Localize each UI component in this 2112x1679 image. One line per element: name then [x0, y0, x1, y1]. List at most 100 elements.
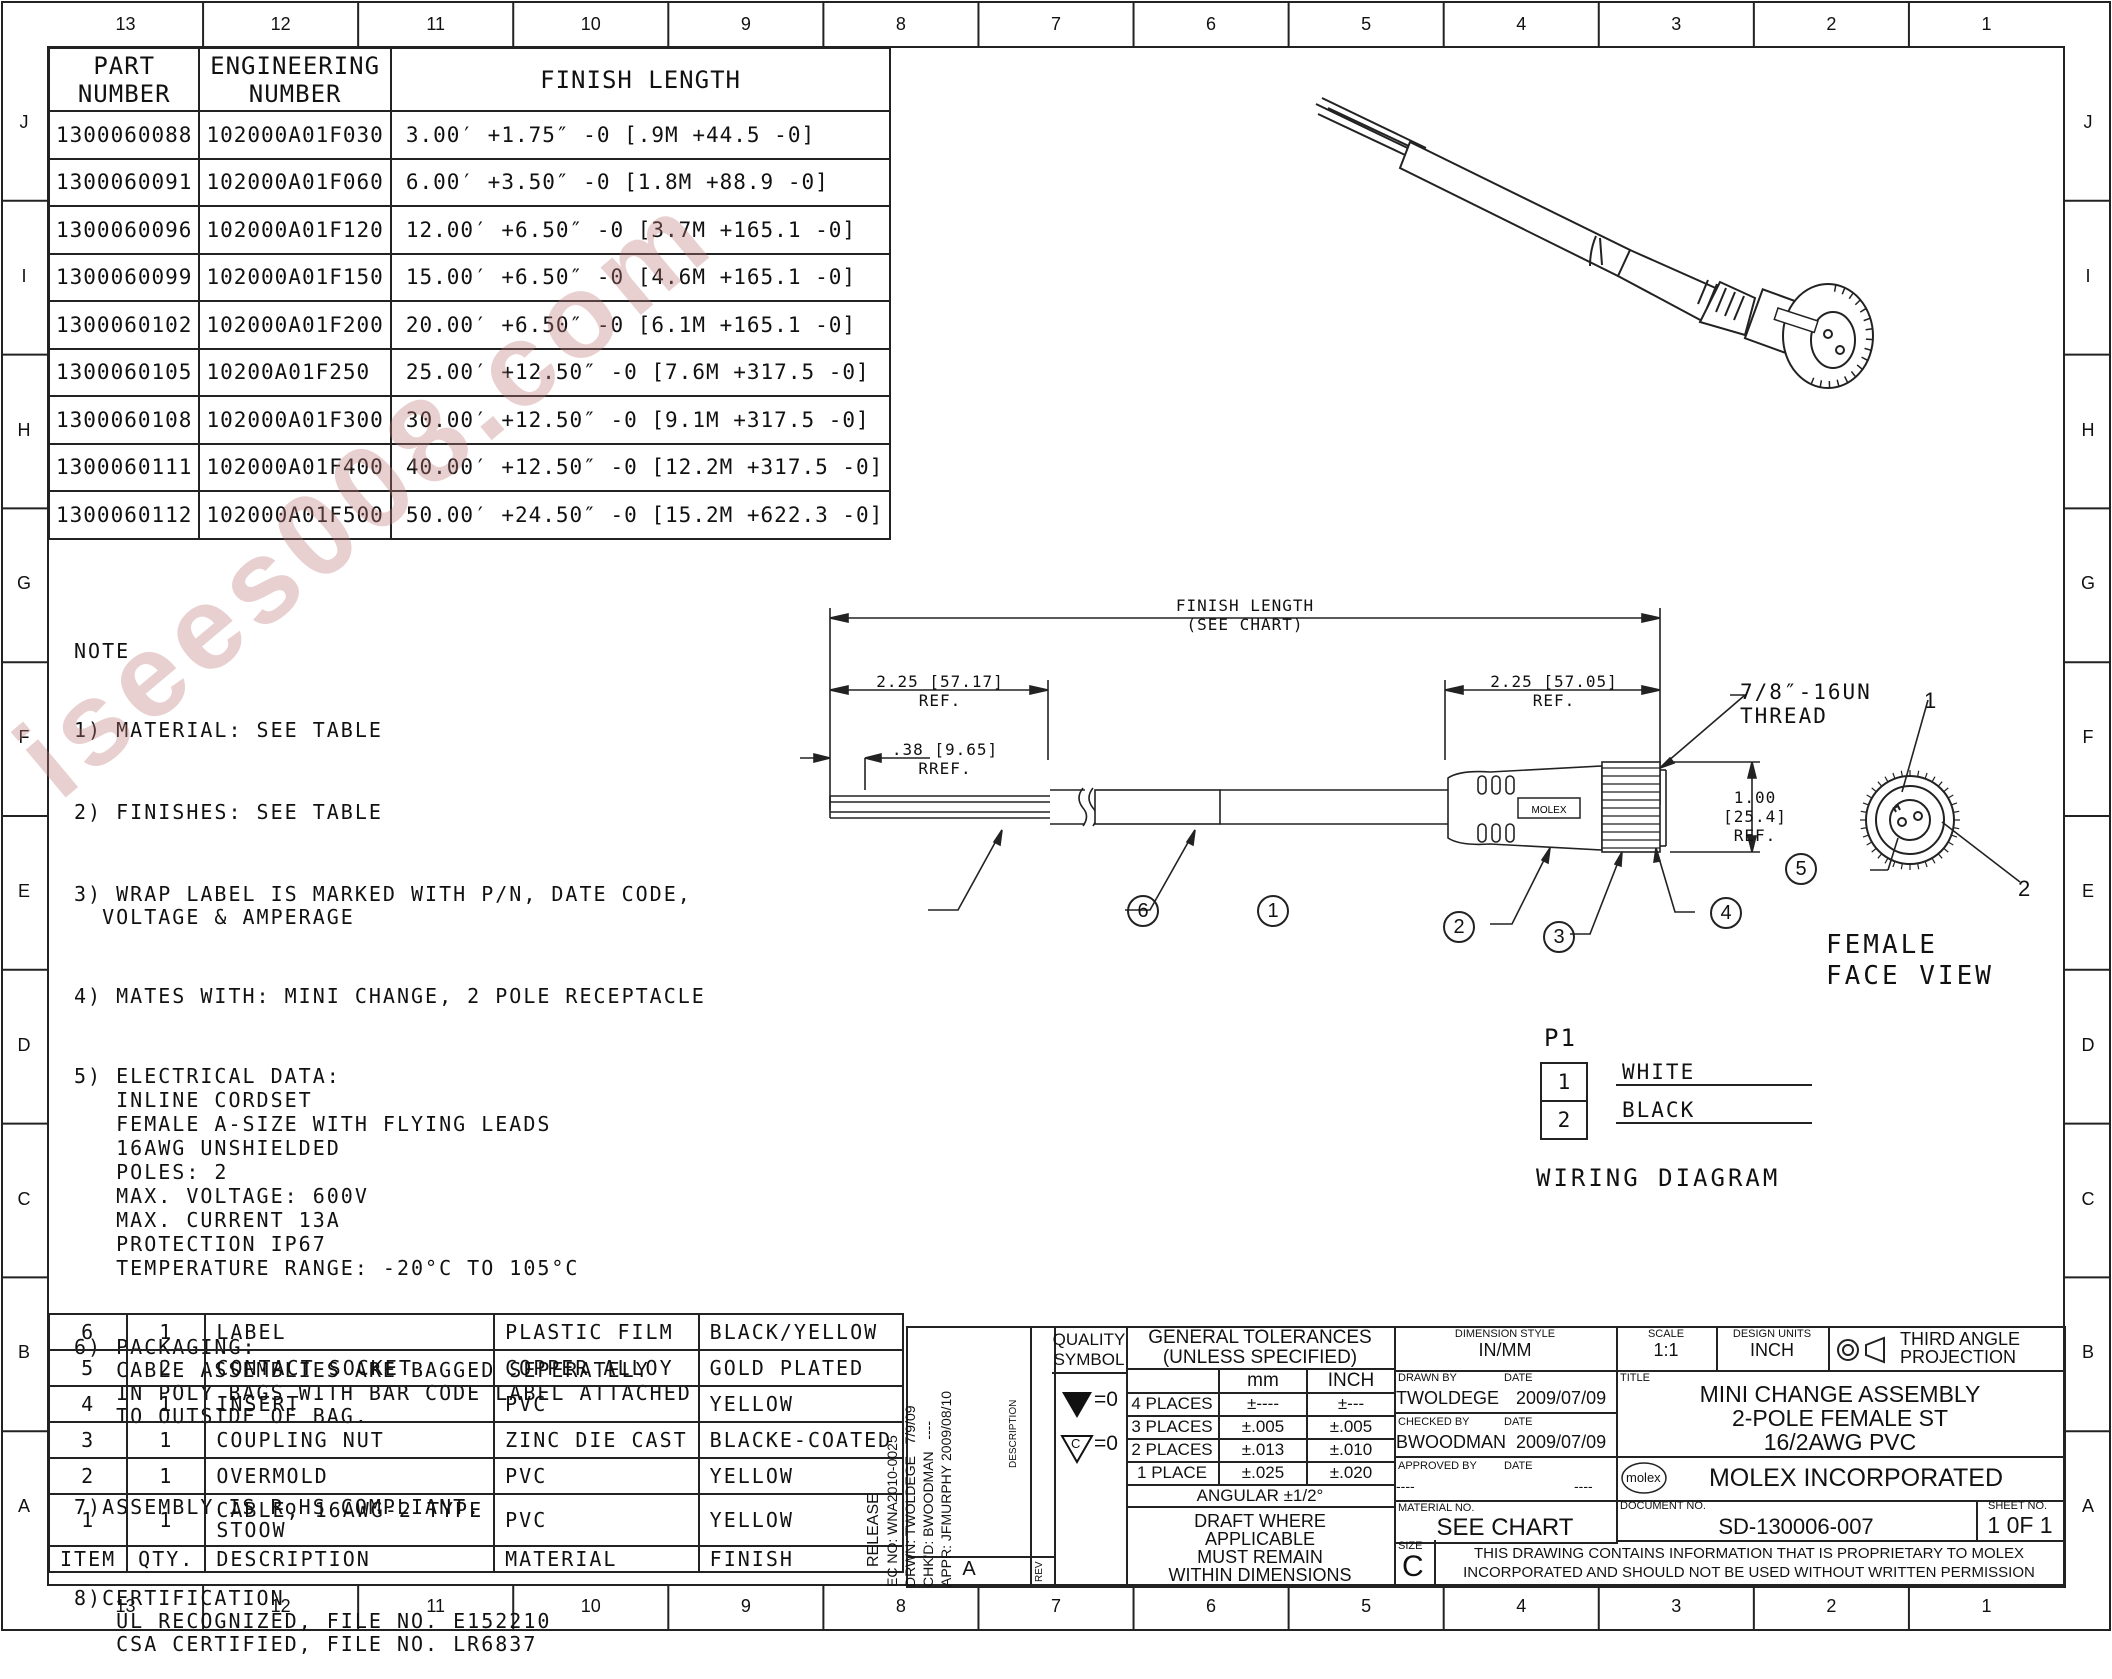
- bom-header-description: DESCRIPTION: [205, 1546, 494, 1572]
- notes-heading: NOTE: [74, 640, 706, 663]
- tol-places: 2 PLACES: [1126, 1440, 1218, 1461]
- bom-finish: BLACK/YELLOW: [699, 1314, 904, 1350]
- bom-description: OVERMOLD: [205, 1458, 494, 1494]
- material-no-label: MATERIAL NO.: [1398, 1502, 1474, 1514]
- title-block: DIMENSION STYLE IN/MM SCALE 1:1 DESIGN U…: [1394, 1326, 2066, 1588]
- rev-drawn-date: 7/9/09: [902, 1405, 918, 1444]
- finish-length-cell: 20.00′ +6.50″ -0 [6.1M +165.1 -0]: [391, 301, 891, 349]
- engineering-number-cell: 102000A01F120: [199, 206, 390, 254]
- zone-column-label: 8: [823, 1596, 978, 1617]
- balloon-4: 4: [1710, 897, 1742, 929]
- tol-inch: ±---: [1306, 1394, 1394, 1415]
- drawn-date-label: DATE: [1504, 1372, 1533, 1384]
- left-ref-dim: 2.25 [57.17]: [870, 672, 1010, 691]
- zone-column-label: 3: [1599, 1596, 1754, 1617]
- tol-draft-note: DRAFT WHERE APPLICABLE MUST REMAIN WITHI…: [1126, 1512, 1394, 1584]
- part-number-cell: 1300060108: [49, 396, 199, 444]
- zone-column-label: 1: [1909, 1596, 2064, 1617]
- wiring-pin-1: 1: [1540, 1062, 1588, 1102]
- note-5: 5) ELECTRICAL DATA: INLINE CORDSET FEMAL…: [74, 1064, 706, 1280]
- part-number-cell: 1300060111: [49, 444, 199, 492]
- bom-material: COPPER ALLOY: [494, 1350, 699, 1386]
- part-number-cell: 1300060112: [49, 491, 199, 539]
- zone-row-label: H: [0, 420, 48, 441]
- approved-date-value: ----: [1574, 1478, 1593, 1494]
- engineering-number-cell: 10200A01F250: [199, 349, 390, 397]
- checked-by-value: BWOODMAN: [1396, 1432, 1506, 1453]
- note-4: 4) MATES WITH: MINI CHANGE, 2 POLE RECEP…: [74, 985, 706, 1008]
- sheet-no-label: SHEET NO.: [1988, 1500, 2047, 1512]
- zone-column-label: 10: [513, 14, 668, 35]
- gen-tol-unless: (UNLESS SPECIFIED): [1126, 1348, 1394, 1370]
- bom-header-material: MATERIAL: [494, 1546, 699, 1572]
- approved-by-label: APPROVED BY: [1398, 1460, 1477, 1472]
- note-1: 1) MATERIAL: SEE TABLE: [74, 719, 706, 742]
- bom-description: LABEL: [205, 1314, 494, 1350]
- zone-column-label: 4: [1444, 14, 1599, 35]
- bom-header-item: ITEM: [49, 1546, 127, 1572]
- tol-angular: ANGULAR ±1/2°: [1126, 1486, 1394, 1508]
- balloon-3: 3: [1543, 921, 1575, 953]
- bom-description: INSERT: [205, 1386, 494, 1422]
- finish-length-cell: 25.00′ +12.50″ -0 [7.6M +317.5 -0]: [391, 349, 891, 397]
- finish-length-cell: 6.00′ +3.50″ -0 [1.8M +88.9 -0]: [391, 159, 891, 207]
- wiring-caption: WIRING DIAGRAM: [1536, 1164, 1780, 1192]
- bom-qty: 2: [127, 1350, 205, 1386]
- tolerance-row: 3 PLACES±.005±.005: [1126, 1417, 1394, 1440]
- drawn-by-label: DRAWN BY: [1398, 1372, 1457, 1384]
- zone-column-label: 9: [668, 14, 823, 35]
- bom-qty: 1: [127, 1386, 205, 1422]
- part-number-cell: 1300060088: [49, 111, 199, 159]
- rev-letter: A: [908, 1558, 1030, 1581]
- balloon-2: 2: [1443, 911, 1475, 943]
- scale-label: SCALE: [1616, 1328, 1716, 1340]
- wiring-color-2: BLACK: [1616, 1098, 1812, 1124]
- finish-length-cell: 50.00′ +24.50″ -0 [15.2M +622.3 -0]: [391, 491, 891, 539]
- zone-row-label: J: [2064, 112, 2112, 133]
- document-no-label: DOCUMENT NO.: [1620, 1500, 1706, 1512]
- proprietary-notice: THIS DRAWING CONTAINS INFORMATION THAT I…: [1434, 1544, 2064, 1582]
- zone-column-label: 13: [48, 14, 203, 35]
- zone-column-label: 7: [978, 14, 1133, 35]
- tolerance-row: 1 PLACE±.025±.020: [1126, 1463, 1394, 1486]
- wiring-color-1: WHITE: [1616, 1060, 1812, 1086]
- bom-item: 1: [49, 1494, 127, 1546]
- zone-row-label: C: [0, 1189, 48, 1210]
- rev-label: REV: [1034, 1561, 1045, 1582]
- face-view-label: FEMALE FACE VIEW: [1826, 930, 1994, 992]
- gen-tol-title: GENERAL TOLERANCES: [1126, 1328, 1394, 1348]
- tolerance-row: 4 PLACES±----±---: [1126, 1394, 1394, 1417]
- left-ref-label: REF.: [870, 691, 1010, 710]
- diameter-label: REF.: [1700, 826, 1810, 845]
- rev-dash: ----: [920, 1421, 936, 1440]
- note-8: 8)CERTIFICATION UL RECOGNIZED, FILE NO. …: [74, 1587, 706, 1656]
- bom-item: 6: [49, 1314, 127, 1350]
- part-number-cell: 1300060096: [49, 206, 199, 254]
- rev-ec-no: EC NO: WNA2010-0025: [883, 1359, 901, 1587]
- bom-material: PLASTIC FILM: [494, 1314, 699, 1350]
- projection-label: THIRD ANGLE PROJECTION: [1900, 1330, 2020, 1366]
- right-ref-label: REF.: [1484, 691, 1624, 710]
- tolerance-row: 2 PLACES±.013±.010: [1126, 1440, 1394, 1463]
- part-number-cell: 1300060091: [49, 159, 199, 207]
- part-number-cell: 1300060102: [49, 301, 199, 349]
- zone-column-label: 4: [1444, 1596, 1599, 1617]
- engineering-number-cell: 102000A01F200: [199, 301, 390, 349]
- note-3: 3) WRAP LABEL IS MARKED WITH P/N, DATE C…: [74, 883, 706, 929]
- bom-material: ZINC DIE CAST: [494, 1422, 699, 1458]
- engineering-number-cell: 102000A01F030: [199, 111, 390, 159]
- drawing-title: MINI CHANGE ASSEMBLY 2-POLE FEMALE ST 16…: [1616, 1382, 2064, 1454]
- scale-value: 1:1: [1616, 1340, 1716, 1361]
- engineering-number-cell: 102000A01F060: [199, 159, 390, 207]
- rev-description-label: DESCRIPTION: [1008, 1400, 1019, 1468]
- wiring-pin-2: 2: [1540, 1100, 1588, 1140]
- wiring-title: P1: [1544, 1024, 1577, 1052]
- drawn-date-value: 2009/07/09: [1516, 1388, 1606, 1409]
